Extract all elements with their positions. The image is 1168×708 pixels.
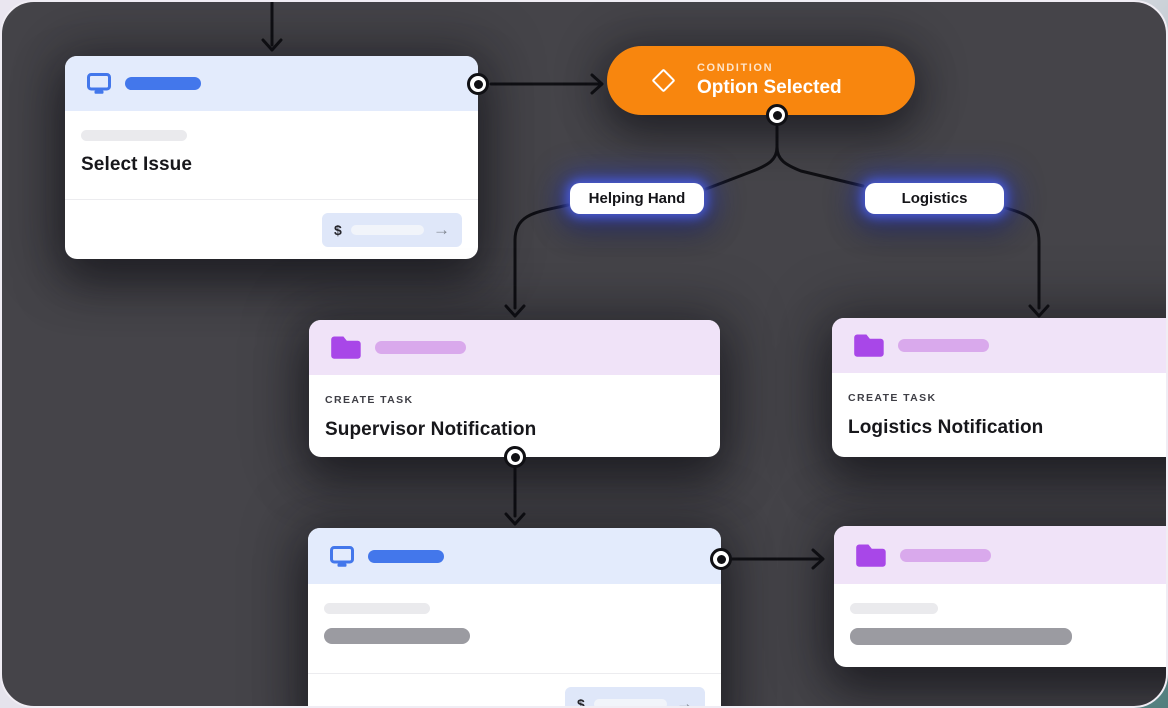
arrowhead-down-icon <box>261 38 283 52</box>
card-footer: $ → <box>308 673 721 708</box>
card-header <box>65 56 478 111</box>
arrow-right-icon[interactable]: → <box>433 220 450 239</box>
connector-port-select-issue-out[interactable] <box>467 73 489 95</box>
port-dot-icon <box>772 110 782 120</box>
branch-label-helping-hand[interactable]: Helping Hand <box>570 183 704 214</box>
monitor-icon <box>330 545 354 567</box>
input-placeholder-bar <box>593 698 667 706</box>
card-title: Select Issue <box>81 154 193 175</box>
card-body: CREATE TASK Logistics Notification <box>832 373 1166 457</box>
wire-condition-to-right-branch <box>775 145 865 188</box>
folder-icon <box>854 333 884 358</box>
connector-port-condition-out[interactable] <box>766 104 788 126</box>
card-header <box>308 528 721 584</box>
diamond-icon <box>651 68 676 93</box>
wire-condition-to-left-branch <box>704 125 779 191</box>
port-dot-icon <box>473 79 483 89</box>
label-placeholder-bar <box>324 603 430 614</box>
header-placeholder-bar <box>900 548 991 562</box>
arrowhead-right-icon <box>811 548 825 570</box>
connector-port-bottom-trigger-out[interactable] <box>710 548 732 570</box>
header-placeholder-bar <box>368 549 444 563</box>
task-card-logistics-notification[interactable]: CREATE TASK Logistics Notification <box>832 318 1166 457</box>
branch-label-logistics[interactable]: Logistics <box>865 183 1004 214</box>
task-card-bottom[interactable] <box>834 526 1166 667</box>
arrowhead-down-icon <box>1028 304 1050 318</box>
header-placeholder-bar <box>375 341 466 354</box>
amount-input[interactable]: $ → <box>565 686 705 708</box>
input-placeholder-bar <box>350 224 424 235</box>
card-body <box>308 584 721 673</box>
card-header <box>309 320 720 375</box>
card-title: Supervisor Notification <box>325 419 537 440</box>
arrowhead-down-icon <box>504 304 526 318</box>
card-header <box>834 526 1166 584</box>
card-body <box>834 584 1166 667</box>
card-header <box>832 318 1166 373</box>
condition-kicker: CONDITION <box>697 62 774 74</box>
port-dot-icon <box>716 554 726 564</box>
text-placeholder-bar <box>324 628 470 644</box>
wire-right-branch-to-logistics <box>1004 206 1041 310</box>
port-dot-icon <box>510 452 520 462</box>
card-body: CREATE TASK Supervisor Notification <box>309 375 720 457</box>
arrowhead-down-icon <box>504 512 526 526</box>
arrow-right-icon[interactable]: → <box>676 694 693 708</box>
trigger-card-bottom[interactable]: $ → <box>308 528 721 708</box>
folder-icon <box>856 543 886 568</box>
header-placeholder-bar <box>125 77 201 90</box>
wire-left-branch-to-supervisor <box>513 203 570 310</box>
condition-title: Option Selected <box>697 77 842 98</box>
header-placeholder-bar <box>898 339 989 352</box>
label-placeholder-bar <box>81 130 187 141</box>
task-kicker: CREATE TASK <box>848 392 937 404</box>
card-title: Logistics Notification <box>848 417 1044 438</box>
task-kicker: CREATE TASK <box>325 394 414 406</box>
currency-symbol: $ <box>334 221 342 238</box>
amount-input[interactable]: $ → <box>322 212 462 247</box>
label-placeholder-bar <box>850 603 938 614</box>
task-card-supervisor-notification[interactable]: CREATE TASK Supervisor Notification <box>309 320 720 457</box>
card-body: Select Issue <box>65 111 478 199</box>
connector-port-supervisor-out[interactable] <box>504 446 526 468</box>
text-placeholder-bar <box>850 628 1072 645</box>
trigger-card-select-issue[interactable]: Select Issue $ → <box>65 56 478 259</box>
condition-node-option-selected[interactable]: CONDITION Option Selected <box>607 46 915 115</box>
monitor-icon <box>87 73 111 94</box>
card-footer: $ → <box>65 199 478 259</box>
arrowhead-right-icon <box>590 73 604 95</box>
folder-icon <box>331 335 361 360</box>
currency-symbol: $ <box>577 695 585 708</box>
